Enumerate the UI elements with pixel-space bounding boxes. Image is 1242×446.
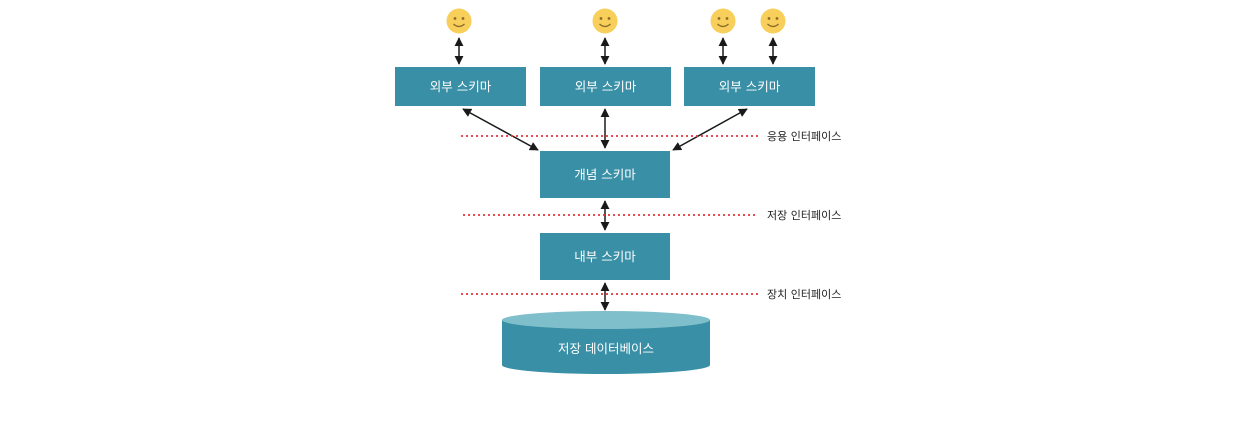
smiley-icon xyxy=(710,8,736,34)
external-schema-box: 외부 스키마 xyxy=(684,67,815,106)
internal-schema-box: 내부 스키마 xyxy=(540,233,670,280)
external-schema-box: 외부 스키마 xyxy=(540,67,671,106)
internal-schema-label: 내부 스키마 xyxy=(574,249,636,264)
smiley-icon xyxy=(760,8,786,34)
external-schema-box: 외부 스키마 xyxy=(395,67,526,106)
external-schema-label: 외부 스키마 xyxy=(430,79,492,94)
interface-label: 응용 인터페이스 xyxy=(767,130,841,143)
smiley-icon xyxy=(446,8,472,34)
interface-label: 장치 인터페이스 xyxy=(767,288,841,301)
mapping-arrow xyxy=(462,108,539,151)
database-icon: 저장 데이터베이스 xyxy=(502,311,710,374)
mapping-arrow xyxy=(672,108,748,151)
external-schema-label: 외부 스키마 xyxy=(575,79,637,94)
smiley-icon xyxy=(592,8,618,34)
conceptual-schema-label: 개념 스키마 xyxy=(574,167,636,182)
external-schema-label: 외부 스키마 xyxy=(719,79,781,94)
conceptual-schema-box: 개념 스키마 xyxy=(540,151,670,198)
interface-label: 저장 인터페이스 xyxy=(767,209,841,222)
database-label: 저장 데이터베이스 xyxy=(558,341,654,356)
